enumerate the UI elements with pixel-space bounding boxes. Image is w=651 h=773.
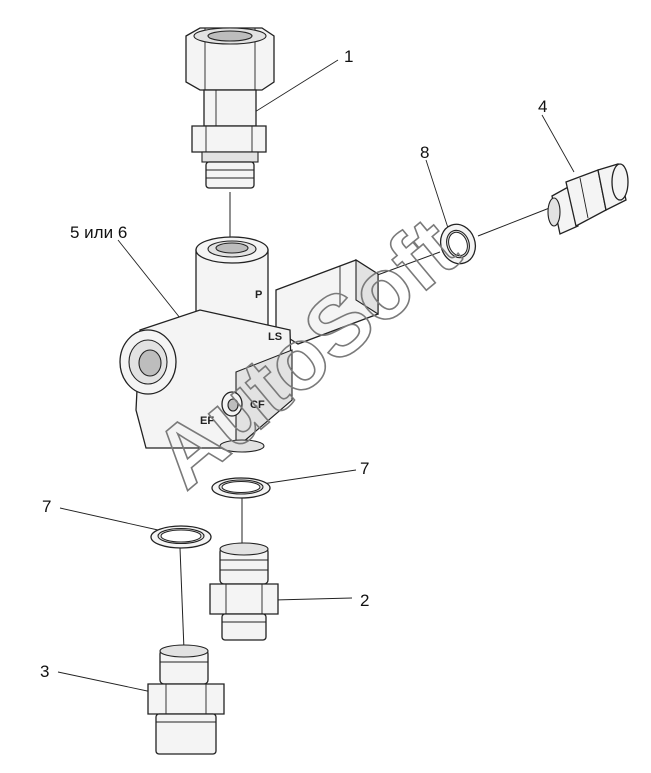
part-3-straight-adapter xyxy=(147,644,225,755)
callout-1: 1 xyxy=(344,47,353,66)
callout-2: 2 xyxy=(360,591,369,610)
part-8-seal-ring xyxy=(439,223,477,265)
port-label-cf: CF xyxy=(250,399,265,411)
callout-5-or-6: 5 или 6 xyxy=(70,223,127,242)
assembly-axes xyxy=(179,192,553,651)
callout-8: 8 xyxy=(420,143,429,162)
part-4-adapter-fitting xyxy=(547,163,629,235)
port-label-ef: EF xyxy=(200,415,214,427)
part-7-seal-ring-lower xyxy=(150,525,212,549)
part-1-swivel-fitting xyxy=(185,27,275,189)
leader-lines xyxy=(57,59,575,693)
part-2-straight-adapter xyxy=(209,542,279,641)
callout-4: 4 xyxy=(538,97,547,116)
callout-3: 3 xyxy=(40,662,49,681)
part-7-seal-ring-upper xyxy=(211,477,271,499)
callout-7-lower: 7 xyxy=(42,497,51,516)
callout-7-upper: 7 xyxy=(360,459,369,478)
port-label-ls: LS xyxy=(268,331,282,343)
port-label-p: P xyxy=(255,289,262,301)
part-5-tee-body xyxy=(119,236,379,453)
